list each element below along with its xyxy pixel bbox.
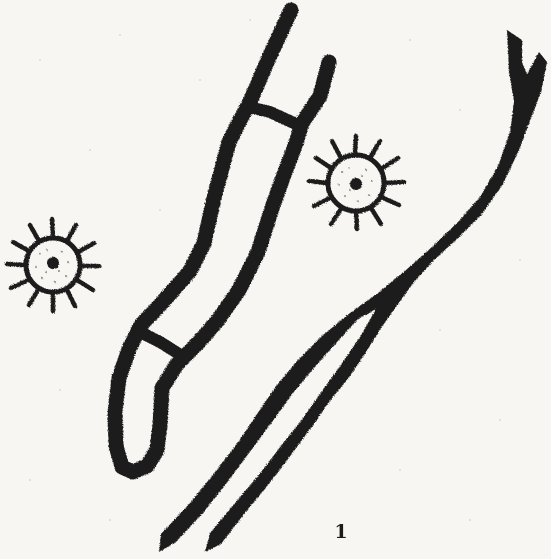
upper-ciliated-organism [309,136,404,229]
paper-stipple [29,19,521,521]
left-tube-outline [115,10,329,472]
lower-ciliated-organism [7,219,99,311]
left-tube-shape [115,10,329,472]
lower-organism-nucleus [47,257,59,269]
right-forked-band [159,30,547,552]
left-tube-lower-crossbar [138,331,182,356]
right-band-body [159,30,547,552]
upper-organism-nucleus [350,178,362,190]
figure-number-label: 1 [329,521,353,543]
left-tube-upper-crossbar [246,106,296,124]
